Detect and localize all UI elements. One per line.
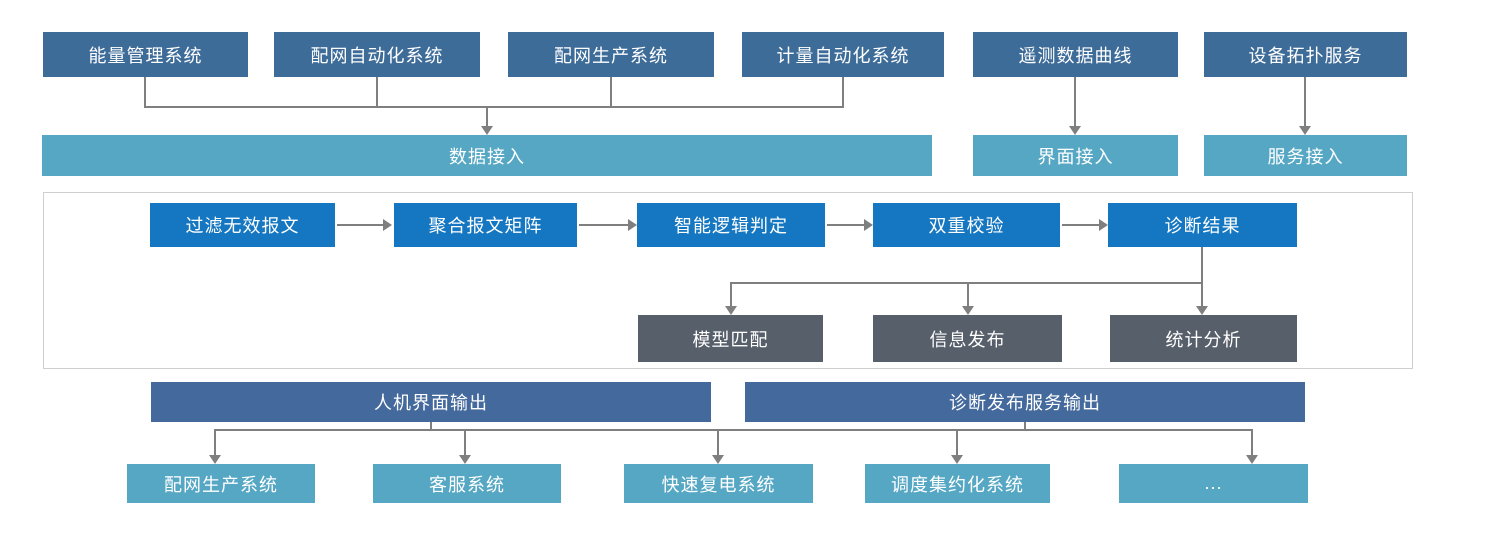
node-hmi-output: 人机界面输出 — [151, 382, 711, 422]
node-metering-automation-system: 计量自动化系统 — [742, 32, 944, 77]
node-consumer-distribution-production-system: 配网生产系统 — [127, 464, 315, 503]
node-aggregate-message-matrix: 聚合报文矩阵 — [394, 203, 577, 247]
node-data-access: 数据接入 — [42, 135, 932, 176]
node-service-access: 服务接入 — [1204, 135, 1407, 176]
node-filter-invalid-messages: 过滤无效报文 — [150, 203, 335, 247]
node-intelligent-logic-judgment: 智能逻辑判定 — [637, 203, 825, 247]
node-consumer-rapid-power-restoration-system: 快速复电系统 — [624, 464, 813, 503]
node-diagnosis-publish-service-output: 诊断发布服务输出 — [745, 382, 1305, 422]
node-statistical-analysis: 统计分析 — [1110, 315, 1297, 362]
node-diagnosis-result: 诊断结果 — [1108, 203, 1297, 247]
node-telemetry-data-curve: 遥测数据曲线 — [973, 32, 1178, 77]
node-consumer-dispatch-intensive-system: 调度集约化系统 — [865, 464, 1050, 503]
node-consumer-customer-service-system: 客服系统 — [373, 464, 561, 503]
node-model-matching: 模型匹配 — [638, 315, 823, 362]
node-ui-access: 界面接入 — [973, 135, 1178, 176]
node-double-verification: 双重校验 — [873, 203, 1060, 247]
node-consumer-more-ellipsis: ... — [1119, 464, 1308, 503]
node-device-topology-service: 设备拓扑服务 — [1204, 32, 1407, 77]
node-energy-management-system: 能量管理系统 — [43, 32, 248, 77]
node-information-publishing: 信息发布 — [873, 315, 1062, 362]
node-distribution-production-system: 配网生产系统 — [508, 32, 714, 77]
node-distribution-automation-system: 配网自动化系统 — [274, 32, 480, 77]
